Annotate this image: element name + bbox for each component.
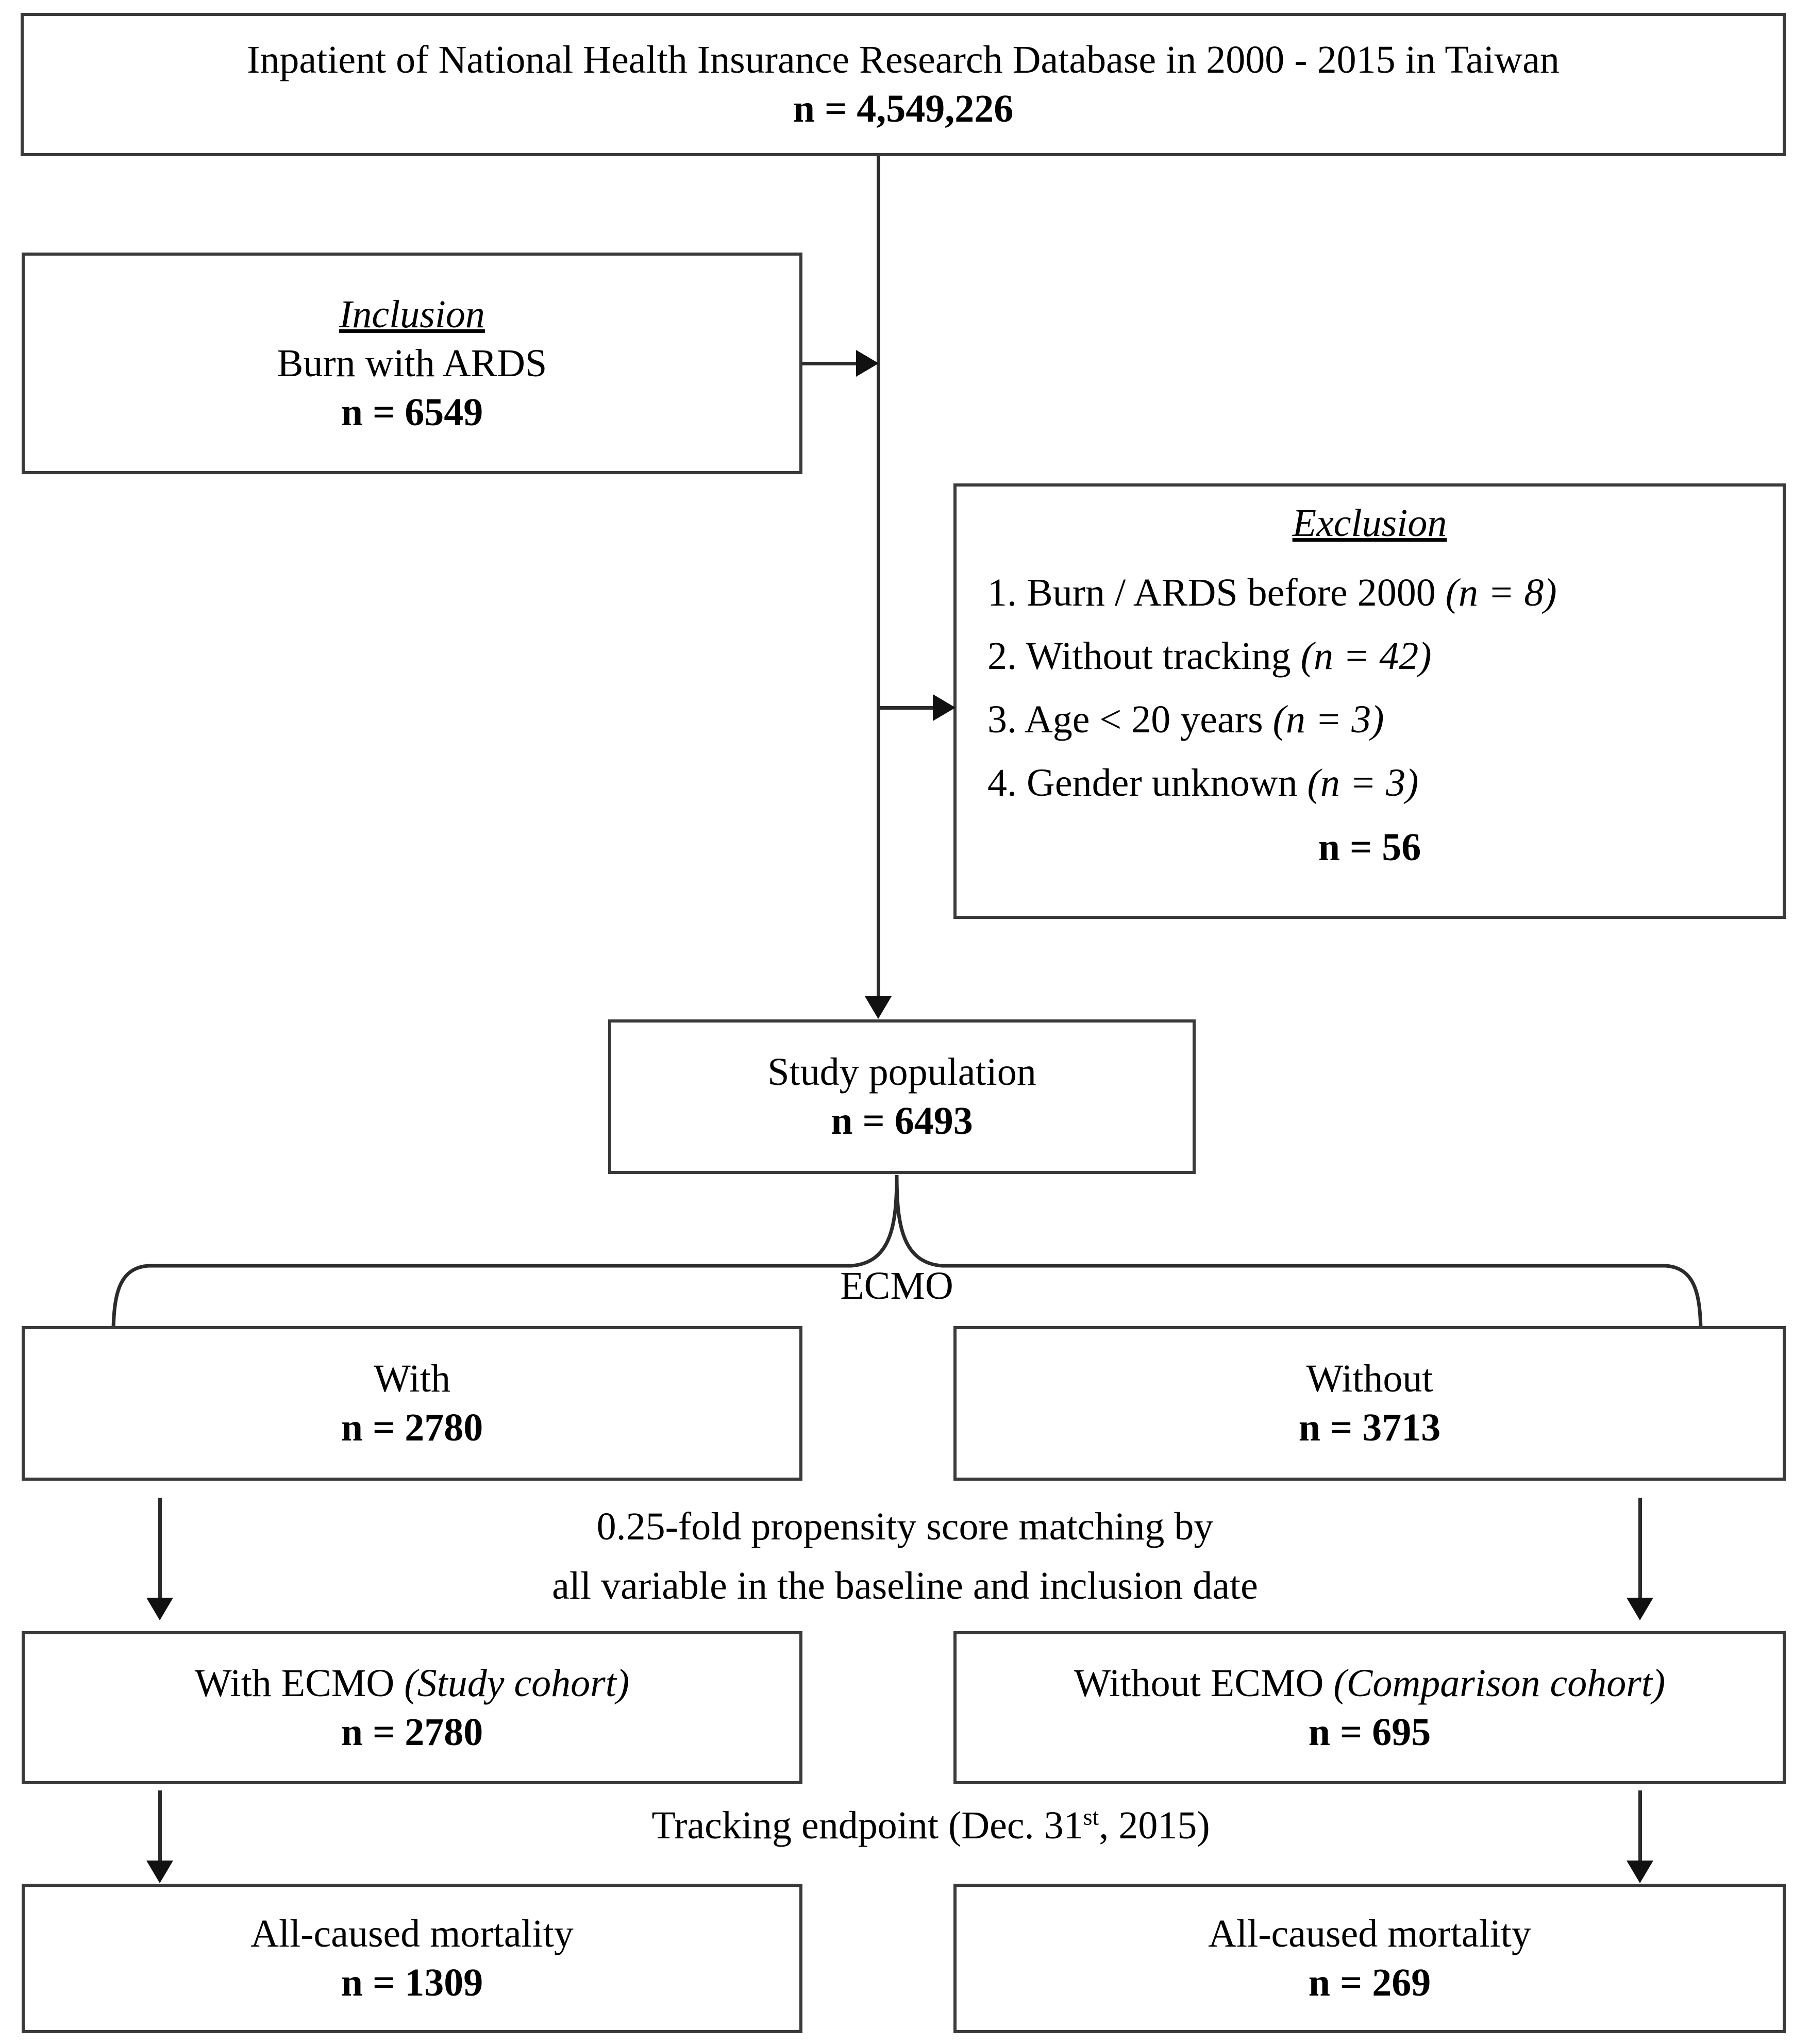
mortality-right-count: n = 269 <box>1308 1961 1431 2004</box>
comparison-cohort-label: Without ECMO (Comparison cohort) <box>957 1659 1783 1708</box>
exclusion-list-item: 4. Gender unknown (n = 3) <box>987 751 1783 815</box>
exclusion-item-count: (n = 8) <box>1445 571 1557 614</box>
exclusion-item-index: 1. <box>987 571 1017 614</box>
exclusion-item-text: Without tracking <box>1026 634 1291 678</box>
exclusion-list-item: 3. Age < 20 years (n = 3) <box>987 688 1783 751</box>
comparison-cohort-count: n = 695 <box>1308 1710 1431 1754</box>
exclusion-item-index: 3. <box>987 698 1017 742</box>
study-cohort-box: With ECMO (Study cohort) n = 2780 <box>22 1631 802 1784</box>
study-population-box: Study population n = 6493 <box>608 1019 1196 1174</box>
exclusion-header: Exclusion <box>1292 501 1447 545</box>
inclusion-connector-arrowhead <box>856 350 879 377</box>
study-cohort-count: n = 2780 <box>341 1710 483 1754</box>
comparison-cohort-box: Without ECMO (Comparison cohort) n = 695 <box>953 1631 1786 1784</box>
study-population-label: Study population <box>767 1050 1036 1094</box>
exclusion-item-text: Gender unknown <box>1027 761 1298 805</box>
exclusion-item-text: Age < 20 years <box>1024 698 1263 742</box>
mortality-left-box: All-caused mortality n = 1309 <box>22 1884 802 2033</box>
main-spine-line <box>877 156 880 996</box>
exclusion-item-count: (n = 3) <box>1272 698 1384 742</box>
ecmo-with-label: With <box>374 1357 450 1400</box>
inclusion-count: n = 6549 <box>341 390 483 434</box>
ecmo-split-brace <box>111 1175 1703 1328</box>
tracking-endpoint-caption-post: , 2015) <box>1099 1804 1210 1847</box>
inclusion-box: Inclusion Burn with ARDS n = 6549 <box>22 253 802 474</box>
left-tracking-arrowhead <box>146 1861 173 1883</box>
mortality-left-count: n = 1309 <box>341 1961 483 2004</box>
exclusion-list-item: 1. Burn / ARDS before 2000 (n = 8) <box>987 561 1783 625</box>
left-matching-arrowhead <box>146 1598 173 1620</box>
left-matching-arrow-line <box>158 1498 162 1600</box>
right-tracking-arrow-line <box>1638 1790 1642 1863</box>
matching-caption-line-2: all variable in the baseline and inclusi… <box>552 1564 1258 1607</box>
tracking-endpoint-caption-pre: Tracking endpoint (Dec. 31 <box>651 1804 1083 1847</box>
ecmo-with-count: n = 2780 <box>341 1406 483 1449</box>
comparison-cohort-label-plain: Without ECMO <box>1074 1661 1334 1705</box>
title-box: Inpatient of National Health Insurance R… <box>21 13 1786 156</box>
mortality-right-label: All-caused mortality <box>1208 1912 1531 1955</box>
right-matching-arrowhead <box>1627 1598 1653 1620</box>
left-tracking-arrow-line <box>158 1790 162 1863</box>
exclusion-count: n = 56 <box>1318 826 1421 869</box>
tracking-endpoint-caption-superscript: st <box>1083 1803 1099 1830</box>
exclusion-item-index: 2. <box>987 634 1017 678</box>
title-box-text: Inpatient of National Health Insurance R… <box>247 38 1560 81</box>
mortality-left-label: All-caused mortality <box>250 1912 574 1955</box>
exclusion-box: Exclusion 1. Burn / ARDS before 2000 (n … <box>953 483 1786 919</box>
ecmo-brace-label: ECMO <box>840 1264 953 1308</box>
exclusion-list: 1. Burn / ARDS before 2000 (n = 8) 2. Wi… <box>957 561 1783 815</box>
comparison-cohort-label-italic: (Comparison cohort) <box>1333 1661 1666 1705</box>
exclusion-connector-line <box>880 706 935 710</box>
study-cohort-label-plain: With ECMO <box>194 1661 405 1705</box>
exclusion-item-count: (n = 42) <box>1300 634 1432 678</box>
ecmo-without-label: Without <box>1306 1357 1433 1400</box>
main-spine-arrowhead <box>865 996 892 1019</box>
ecmo-with-box: With n = 2780 <box>22 1326 802 1481</box>
exclusion-item-count: (n = 3) <box>1307 761 1419 805</box>
study-population-count: n = 6493 <box>831 1099 973 1143</box>
study-cohort-label-italic: (Study cohort) <box>404 1661 630 1705</box>
mortality-right-box: All-caused mortality n = 269 <box>953 1884 1786 2033</box>
ecmo-without-box: Without n = 3713 <box>953 1326 1786 1481</box>
inclusion-criteria: Burn with ARDS <box>277 341 547 385</box>
ecmo-without-count: n = 3713 <box>1298 1406 1441 1449</box>
inclusion-connector-line <box>802 362 858 365</box>
study-cohort-label: With ECMO (Study cohort) <box>25 1659 799 1708</box>
matching-caption-line-1: 0.25-fold propensity score matching by <box>596 1505 1214 1548</box>
tracking-endpoint-caption: Tracking endpoint (Dec. 31st, 2015) <box>544 1801 1317 1850</box>
right-matching-arrow-line <box>1638 1498 1642 1600</box>
title-box-count: n = 4,549,226 <box>793 87 1014 130</box>
exclusion-item-index: 4. <box>987 761 1017 805</box>
exclusion-connector-arrowhead <box>933 694 956 721</box>
right-tracking-arrowhead <box>1627 1861 1653 1883</box>
inclusion-header: Inclusion <box>339 292 485 336</box>
exclusion-item-text: Burn / ARDS before 2000 <box>1027 571 1436 614</box>
exclusion-list-item: 2. Without tracking (n = 42) <box>987 625 1783 688</box>
